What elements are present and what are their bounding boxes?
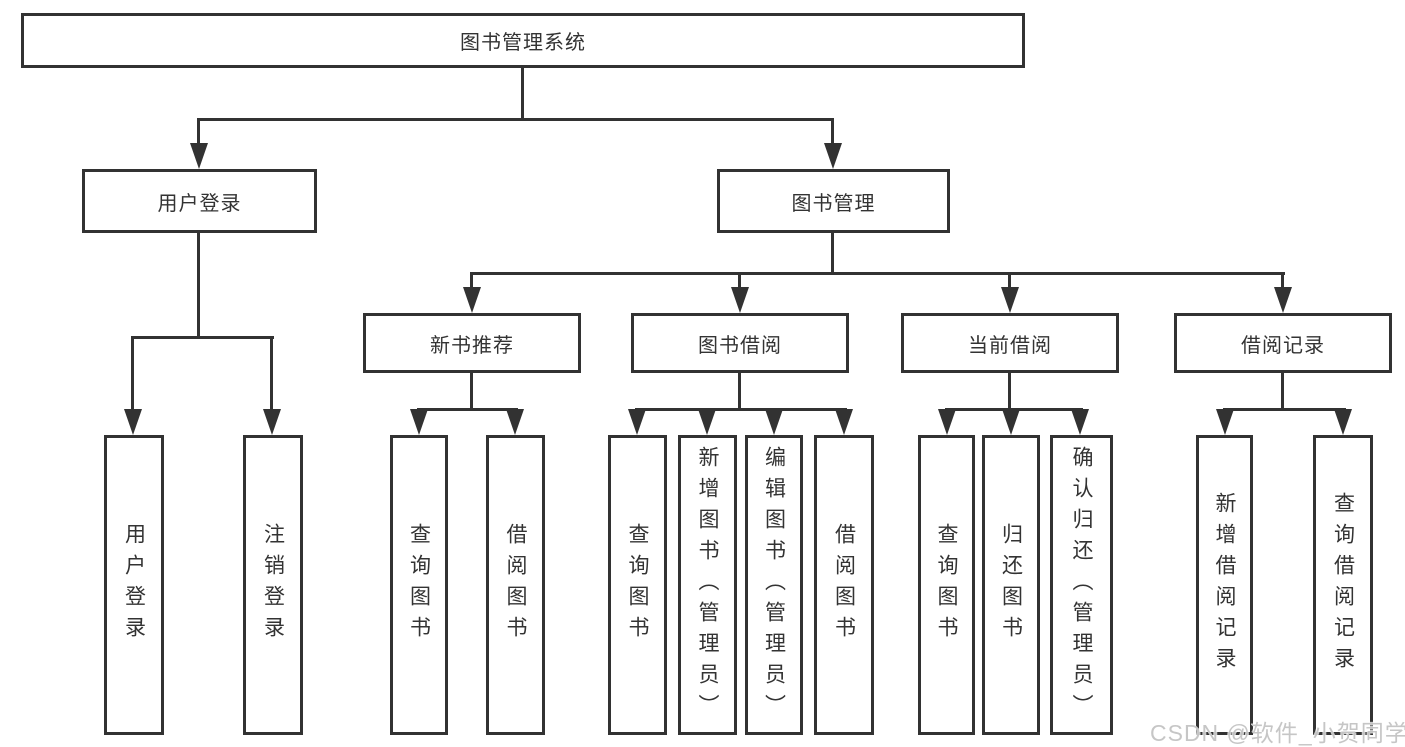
connector-line: [1223, 408, 1346, 411]
connector-line: [197, 118, 200, 147]
leaf-borrow-books-recommend: 借阅图书: [486, 435, 545, 735]
arrow-down-icon: [1000, 287, 1019, 313]
leaf-edit-book-admin-label: 编辑图书（管理员）: [762, 445, 786, 725]
leaf-add-book-admin: 新增图书（管理员）: [678, 435, 737, 735]
leaf-borrow-books-recommend-label: 借阅图书: [504, 523, 527, 647]
leaf-add-borrow-record: 新增借阅记录: [1196, 435, 1253, 735]
connector-line: [470, 373, 473, 408]
arrow-down-icon: [462, 287, 481, 313]
arrow-down-icon: [937, 409, 956, 435]
arrow-down-icon: [627, 409, 646, 435]
connector-line: [635, 408, 847, 411]
leaf-query-books-borrowing-label: 查询图书: [626, 523, 649, 647]
leaf-logout: 注销登录: [243, 435, 303, 735]
arrow-down-icon: [1070, 409, 1089, 435]
connector-line: [131, 336, 274, 339]
arrow-down-icon: [1333, 409, 1352, 435]
csdn-watermark: CSDN @软件_小贺同学: [1150, 720, 1405, 746]
leaf-user-login-label: 用户登录: [122, 523, 146, 647]
leaf-confirm-return-admin-label: 确认归还（管理员）: [1070, 445, 1093, 725]
node-current-borrowing: 当前借阅: [901, 313, 1119, 373]
connector-line: [521, 68, 524, 118]
leaf-return-book: 归还图书: [982, 435, 1040, 735]
arrow-down-icon: [697, 409, 716, 435]
connector-line: [197, 233, 200, 336]
connector-line: [1008, 373, 1011, 408]
arrow-down-icon: [189, 143, 208, 169]
node-user-login: 用户登录: [82, 169, 317, 233]
arrow-down-icon: [123, 409, 142, 435]
arrow-down-icon: [823, 143, 842, 169]
arrow-down-icon: [730, 287, 749, 313]
node-book-management: 图书管理: [717, 169, 950, 233]
arrow-down-icon: [505, 409, 524, 435]
leaf-user-login: 用户登录: [104, 435, 164, 735]
connector-line: [417, 408, 518, 411]
leaf-query-books-recommend: 查询图书: [390, 435, 448, 735]
connector-line: [470, 272, 1285, 275]
connector-line: [738, 373, 741, 408]
connector-line: [831, 233, 834, 272]
leaf-return-book-label: 归还图书: [999, 523, 1023, 647]
leaf-query-books-recommend-label: 查询图书: [407, 523, 431, 647]
connector-line: [1008, 272, 1011, 291]
arrow-down-icon: [1215, 409, 1234, 435]
connector-line: [1281, 272, 1284, 291]
node-root-system: 图书管理系统: [21, 13, 1025, 68]
leaf-borrow-books-borrowing-label: 借阅图书: [832, 523, 856, 647]
leaf-add-book-admin-label: 新增图书（管理员）: [696, 445, 719, 725]
connector-line: [470, 272, 473, 291]
arrow-down-icon: [409, 409, 428, 435]
leaf-edit-book-admin: 编辑图书（管理员）: [745, 435, 803, 735]
leaf-confirm-return-admin: 确认归还（管理员）: [1050, 435, 1113, 735]
connector-line: [738, 272, 741, 291]
node-book-borrowing: 图书借阅: [631, 313, 849, 373]
leaf-query-borrow-record: 查询借阅记录: [1313, 435, 1373, 735]
arrow-down-icon: [262, 409, 281, 435]
arrow-down-icon: [834, 409, 853, 435]
node-borrow-records: 借阅记录: [1174, 313, 1392, 373]
connector-line: [831, 118, 834, 147]
connector-line: [197, 118, 834, 121]
leaf-logout-label: 注销登录: [261, 523, 285, 647]
leaf-query-borrow-record-label: 查询借阅记录: [1331, 492, 1355, 678]
node-new-book-recommend: 新书推荐: [363, 313, 581, 373]
connector-line: [131, 336, 134, 413]
connector-line: [270, 336, 273, 413]
leaf-query-books-borrowing: 查询图书: [608, 435, 667, 735]
connector-line: [1281, 373, 1284, 408]
leaf-query-books-current: 查询图书: [918, 435, 975, 735]
leaf-borrow-books-borrowing: 借阅图书: [814, 435, 874, 735]
arrow-down-icon: [1001, 409, 1020, 435]
arrow-down-icon: [764, 409, 783, 435]
leaf-add-borrow-record-label: 新增借阅记录: [1213, 492, 1236, 678]
arrow-down-icon: [1273, 287, 1292, 313]
leaf-query-books-current-label: 查询图书: [935, 523, 958, 647]
